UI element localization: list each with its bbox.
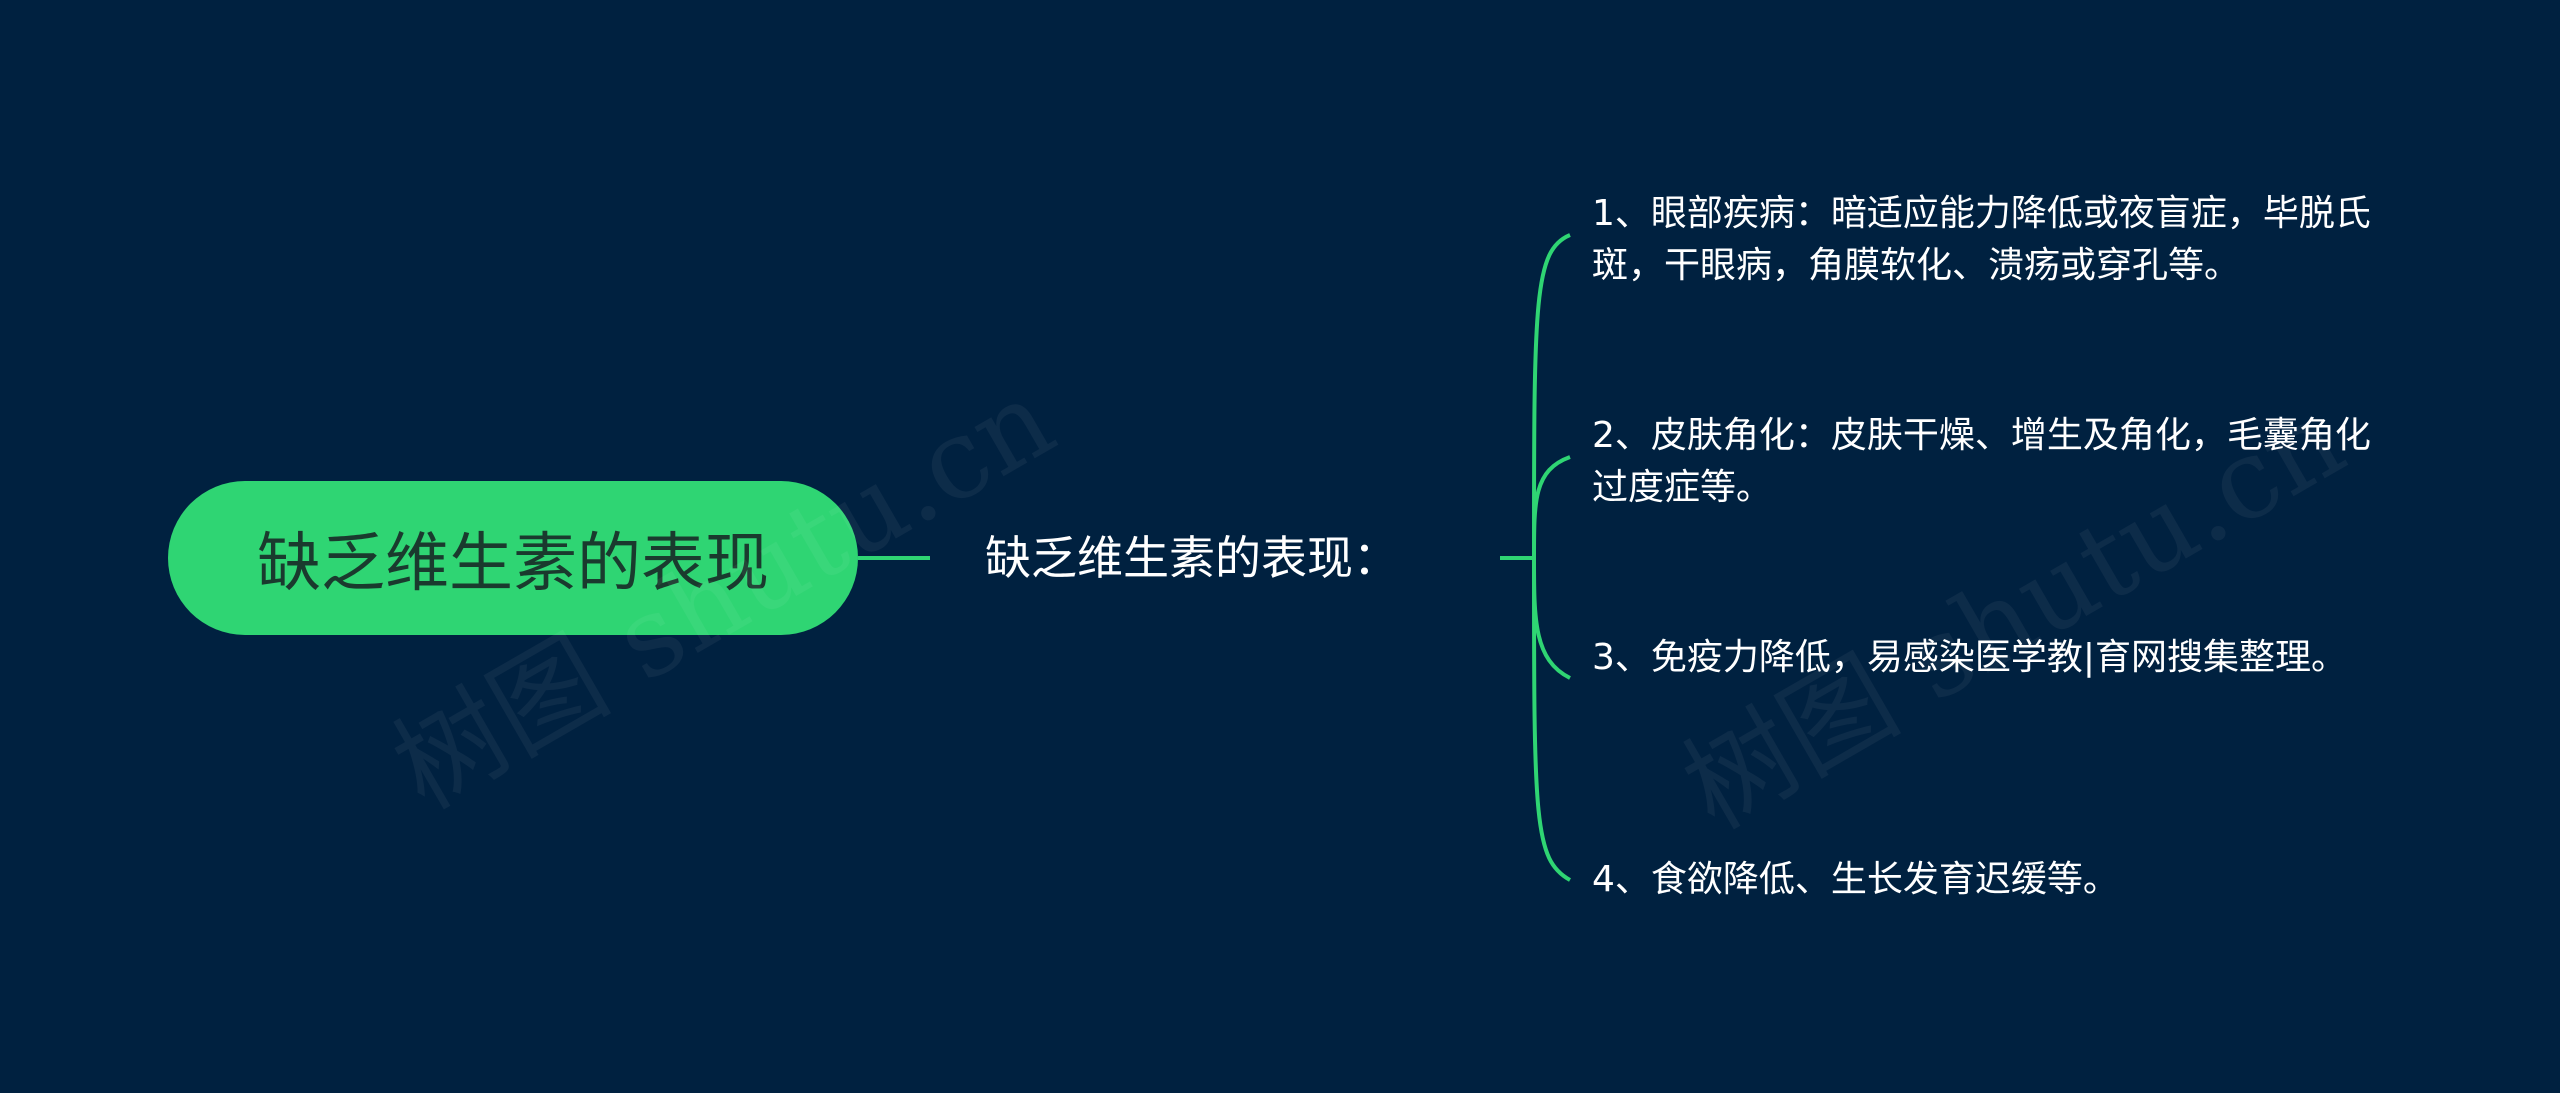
- root-node[interactable]: 缺乏维生素的表现: [168, 481, 858, 635]
- leaf-node-immunity[interactable]: 3、免疫力降低，易感染医学教|育网搜集整理。: [1592, 637, 2348, 678]
- leaf-node-appetite-growth[interactable]: 4、食欲降低、生长发育迟缓等。: [1592, 859, 2119, 900]
- branch-curve-3: [1532, 557, 1571, 680]
- leaf-node-skin-keratosis[interactable]: 2、皮肤角化：皮肤干燥、增生及角化，毛囊角化过度症等。: [1592, 415, 2371, 508]
- branch-curve-1: [1532, 233, 1571, 559]
- mid-node-label[interactable]: 缺乏维生素的表现：: [985, 531, 1399, 585]
- branch-curve-2: [1532, 455, 1571, 559]
- leaf-node-eye-disease[interactable]: 1、眼部疾病：暗适应能力降低或夜盲症，毕脱氏斑，干眼病，角膜软化、溃疡或穿孔等。: [1592, 193, 2371, 286]
- branch-curve-4: [1532, 557, 1571, 882]
- root-node-label: 缺乏维生素的表现: [257, 527, 769, 601]
